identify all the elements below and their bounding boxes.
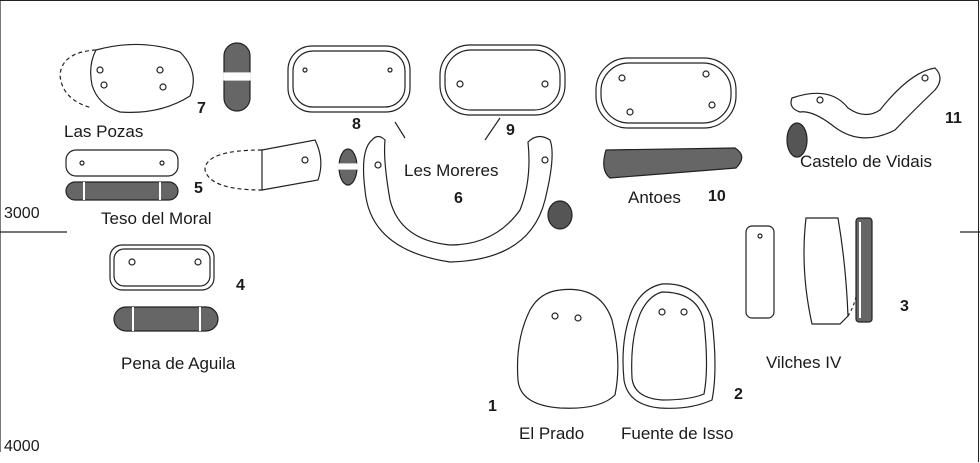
label-el-prado: El Prado: [519, 424, 585, 443]
number-7: 7: [197, 100, 206, 117]
artifact-vilches-iv: [745, 217, 873, 325]
label-fuente-de-isso: Fuente de Isso: [621, 424, 734, 443]
number-4: 4: [236, 277, 245, 294]
artifact-el-prado: [516, 288, 619, 409]
number-9: 9: [506, 122, 515, 139]
artifact-8: [287, 45, 411, 139]
label-antoes: Antoes: [628, 188, 681, 207]
label-vilches-iv: Vilches IV: [766, 353, 842, 372]
label-teso-del-moral: Teso del Moral: [101, 209, 212, 228]
artifact-teso-del-moral: [65, 149, 179, 201]
artifact-9: [439, 44, 566, 141]
number-10: 10: [708, 188, 726, 205]
number-1: 1: [488, 398, 497, 415]
number-8: 8: [352, 116, 361, 133]
artifact-pena-de-aguila: [109, 244, 219, 332]
number-11: 11: [945, 110, 962, 127]
label-las-pozas: Las Pozas: [64, 122, 144, 141]
artifact-fuente-de-isso: [622, 283, 716, 409]
number-6: 6: [454, 190, 463, 207]
scale-label-3000: 3000: [4, 205, 40, 222]
label-les-moreres: Les Moreres: [404, 161, 499, 180]
artifact-6: [362, 135, 573, 263]
label-pena-de-aguila: Pena de Aguila: [121, 354, 236, 373]
scale-label-4000: 4000: [4, 438, 40, 455]
artifact-castelo: [786, 67, 941, 158]
artifact-las-pozas: [59, 42, 251, 113]
label-castelo-de-vidais: Castelo de Vidais: [800, 152, 932, 171]
artifact-antoes: [595, 57, 743, 179]
number-5: 5: [194, 180, 203, 197]
number-3: 3: [900, 298, 909, 315]
number-2: 2: [734, 386, 743, 403]
artifact-fragment: [204, 139, 358, 191]
